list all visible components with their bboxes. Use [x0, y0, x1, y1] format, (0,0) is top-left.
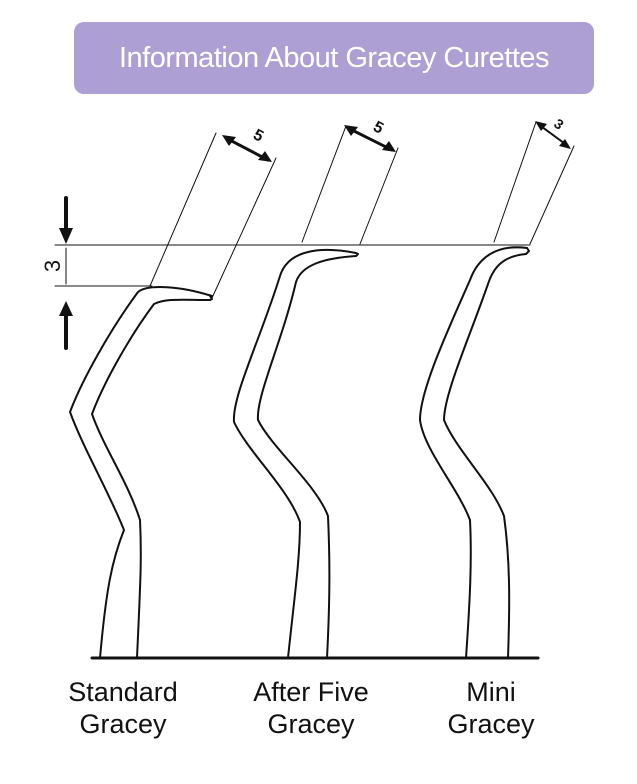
- page-title: Information About Gracey Curettes: [119, 41, 550, 74]
- mini-blade-dimension-label: 3: [551, 115, 567, 133]
- after-five-gracey-label-line2: Gracey: [267, 709, 355, 739]
- standard-gracey-label-line1: Standard: [68, 677, 178, 707]
- mini-blade-dimension: [493, 121, 575, 245]
- vertical-offset-indicator: [59, 196, 73, 350]
- title-banner: Information About Gracey Curettes: [74, 22, 594, 94]
- mini-gracey-label: Mini Gracey: [396, 676, 586, 740]
- after-five-blade-dimension-label: 5: [370, 118, 386, 137]
- mini-gracey-label-line2: Gracey: [447, 709, 535, 739]
- standard-blade-dimension-label: 5: [250, 126, 266, 145]
- mini-gracey-instrument: [419, 246, 530, 659]
- standard-gracey-label: Standard Gracey: [28, 676, 218, 740]
- after-five-gracey-label: After Five Gracey: [216, 676, 406, 740]
- mini-gracey-label-line1: Mini: [466, 677, 516, 707]
- after-five-blade-dimension: [301, 125, 399, 245]
- standard-blade-dimension: [149, 132, 277, 299]
- vertical-offset-label: 3: [40, 260, 65, 272]
- after-five-gracey-label-line1: After Five: [253, 677, 369, 707]
- standard-gracey-instrument: [69, 286, 213, 659]
- standard-gracey-label-line2: Gracey: [79, 709, 167, 739]
- after-five-gracey-instrument: [232, 248, 359, 659]
